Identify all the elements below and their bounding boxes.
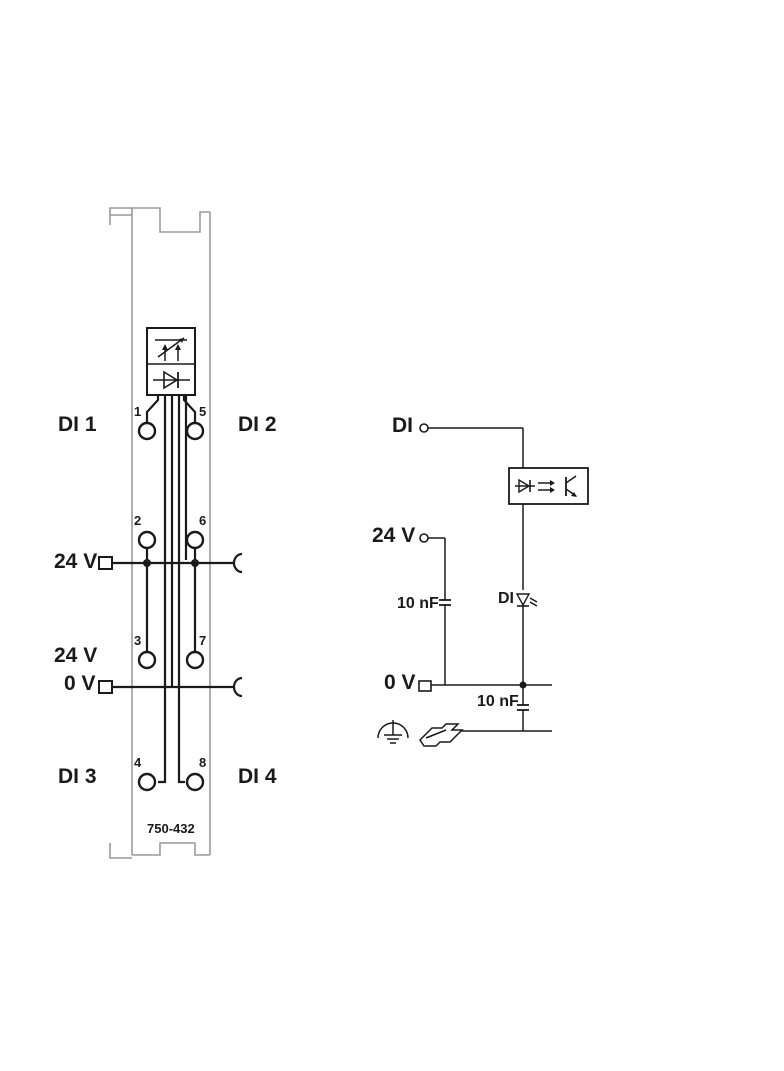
optocoupler [508,467,589,505]
pin-number: 5 [199,404,206,419]
terminal-3 [137,650,157,670]
module-model-number: 750-432 [147,821,195,836]
schematic-24v-label: 24 V [372,524,415,547]
pin-number: 6 [199,513,206,528]
terminal-8 [185,772,205,792]
terminal-1 [137,421,157,441]
label-di2: DI 2 [238,413,277,436]
terminal-7 [185,650,205,670]
terminal-5 [185,421,205,441]
capacitor-upper-label: 10 nF [397,595,439,612]
schematic-di-label: DI [392,414,413,437]
pin-number: 1 [134,404,141,419]
schematic-0v-label: 0 V [384,671,416,694]
terminal-4 [137,772,157,792]
internal-wires [113,395,233,784]
label-24v-lower: 24 V [54,644,97,667]
terminals [137,421,205,792]
pin-number: 4 [134,755,142,770]
led-icon [515,593,538,607]
label-0v: 0 V [64,672,96,695]
phototransistor-icon [155,337,187,361]
led-label: DI [498,590,514,607]
label-di1: DI 1 [58,413,97,436]
pin-number: 8 [199,755,206,770]
module-housing [109,207,211,859]
diode-icon [153,370,190,390]
module-labels: DI 1 DI 2 24 V 24 V 0 V DI 3 DI 4 750-43… [54,413,277,836]
terminal-2 [137,530,157,550]
pin-number: 2 [134,513,141,528]
indicator-box [146,327,196,396]
terminal-6 [185,530,205,550]
din-rail-icon [419,723,464,747]
pin-number: 3 [134,633,141,648]
input-schematic: DI 24 V 0 V 10 nF 10 nF DI [372,414,589,747]
pin-number: 7 [199,633,206,648]
capacitor-lower-label: 10 nF [477,693,519,710]
pin-numbers: 1 2 3 4 5 6 7 8 [134,404,206,770]
ground-icon [377,720,409,744]
power-contacts [98,552,243,698]
label-di3: DI 3 [58,765,97,788]
label-di4: DI 4 [238,765,277,788]
label-24v: 24 V [54,550,97,573]
